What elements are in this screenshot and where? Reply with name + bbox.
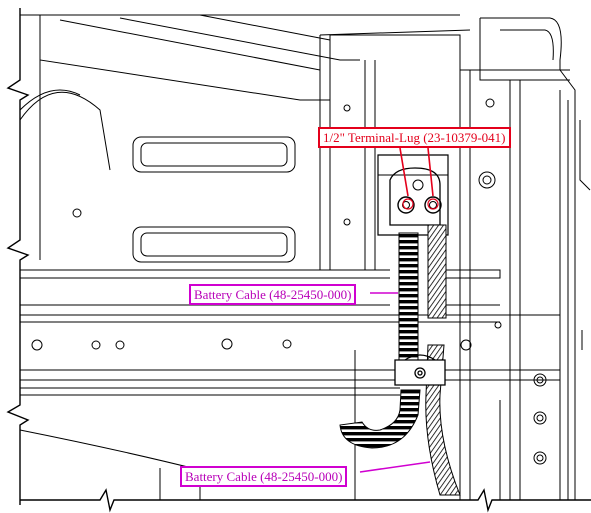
cable-clamp [394,354,446,386]
terminal-stud-right [424,196,442,214]
terminal-lug-callout: 1/2" Terminal-Lug (23-10379-041) [318,127,511,148]
terminal-leader-left [399,147,409,197]
battery-cable-upper-callout: Battery Cable (48-25450-000) [189,284,357,305]
battery-cable-front [339,232,421,449]
cable-leader-lower [359,461,431,473]
terminal-stud-left [397,196,415,214]
wheel-arch [19,91,111,171]
left-break-line [6,8,30,505]
right-bracket [480,17,576,500]
terminal-mount [377,154,449,236]
bottom-break-line [20,488,591,513]
slot-opening-upper [132,136,296,173]
battery-cable-lower-callout: Battery Cable (48-25450-000) [180,466,348,487]
terminal-leader-right [427,147,434,197]
slot-opening-lower [132,226,296,263]
